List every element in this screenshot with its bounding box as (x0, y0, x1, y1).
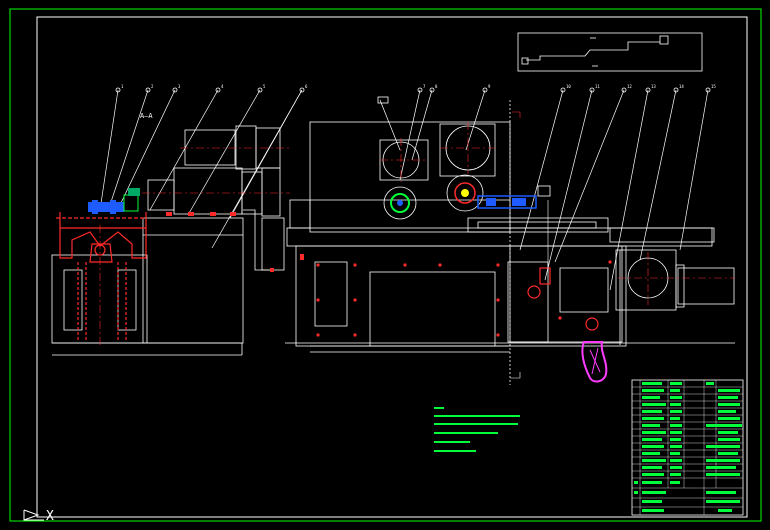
technical-notes (434, 407, 520, 452)
detail-view-top-right (517, 32, 703, 72)
callout-number: 15 (711, 84, 716, 89)
main-front-view (285, 100, 735, 385)
callout-number: 2 (151, 84, 154, 89)
handwheels (527, 267, 599, 331)
callout-number: 3 (178, 84, 181, 89)
title-block (631, 379, 744, 516)
centerlines-main (380, 122, 735, 305)
dimension-marks (510, 111, 549, 379)
feed-gearbox (477, 185, 551, 209)
callout-number: 1 (121, 84, 124, 89)
left-top-blue-assembly (88, 188, 140, 214)
callout-number: 12 (627, 84, 632, 89)
callout-number: 8 (435, 84, 438, 89)
callout-number: 13 (651, 84, 656, 89)
callout-bubbles (115, 87, 711, 104)
callout-number: 5 (263, 84, 266, 89)
callout-leaders (99, 89, 709, 291)
callout-number: 7 (423, 84, 426, 89)
callout-number: 4 (221, 84, 224, 89)
callout-number: 14 (679, 84, 684, 89)
callout-number: 11 (595, 84, 600, 89)
left-section-view (51, 125, 285, 356)
main-red-marks (300, 254, 612, 337)
section-view-label: A—A (140, 112, 153, 120)
sheet-outer-border (9, 8, 762, 522)
ucs-axis-label: X (46, 509, 54, 524)
bed-bolt-marks (166, 212, 274, 272)
callout-number: 9 (488, 84, 491, 89)
ucs-icon (23, 509, 44, 521)
callout-number: 10 (566, 84, 571, 89)
callout-number: 6 (305, 84, 308, 89)
left-section-hatch (56, 212, 147, 340)
left-centerlines (99, 147, 290, 345)
magenta-workpiece (581, 341, 608, 383)
sheet-inner-border (36, 16, 748, 518)
